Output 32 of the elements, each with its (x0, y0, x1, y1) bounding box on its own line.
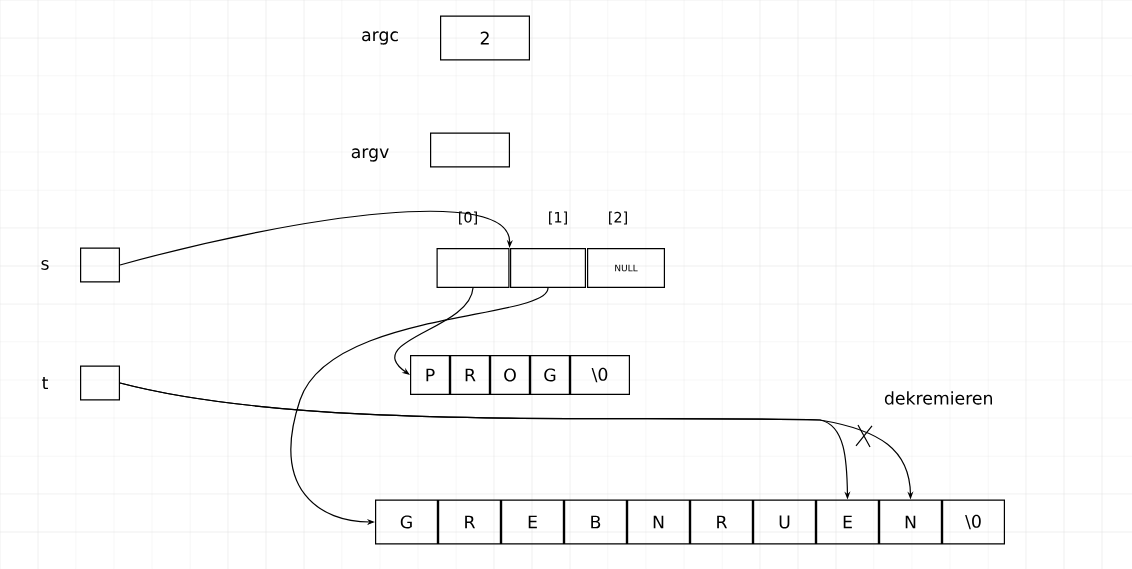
pointer-box (430, 132, 510, 168)
cell: N (879, 499, 942, 545)
cell: P (410, 355, 450, 395)
note: dekremieren (884, 391, 992, 405)
arrow (394, 287, 474, 375)
cell: B (564, 499, 627, 545)
pointer-box (80, 247, 120, 283)
variable-name: [2] (609, 211, 627, 225)
pointer-cell (436, 248, 510, 288)
value-box: 2 (440, 15, 530, 61)
cell: E (816, 499, 879, 545)
cell: NULL (587, 248, 665, 288)
arrow (119, 210, 513, 266)
variable-name: [0] (459, 211, 477, 225)
pointer-cell (510, 248, 586, 288)
variable-name: s (41, 260, 49, 270)
variable-name: [1] (549, 211, 567, 225)
cell: R (438, 499, 501, 545)
cell: \0 (942, 499, 1005, 545)
pointer-box (80, 365, 120, 401)
variable-name: argc (362, 31, 398, 45)
variable-name: t (42, 376, 48, 390)
cell: E (501, 499, 564, 545)
cell: R (450, 355, 490, 395)
cell: O (490, 355, 530, 395)
cell: G (375, 499, 438, 545)
variable-name: argv (351, 148, 389, 162)
cell: \0 (570, 355, 630, 395)
cell: N (627, 499, 690, 545)
cell: G (530, 355, 570, 395)
cell: R (690, 499, 753, 545)
cell: U (753, 499, 816, 545)
